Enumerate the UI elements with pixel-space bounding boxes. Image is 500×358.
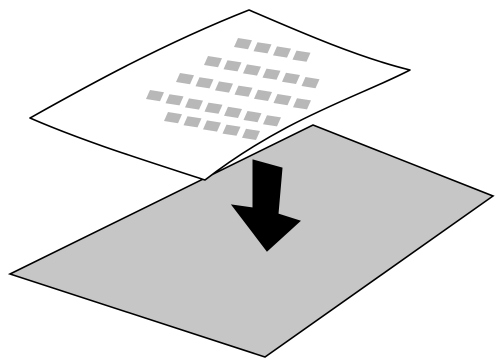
- base-sheet: [10, 125, 493, 357]
